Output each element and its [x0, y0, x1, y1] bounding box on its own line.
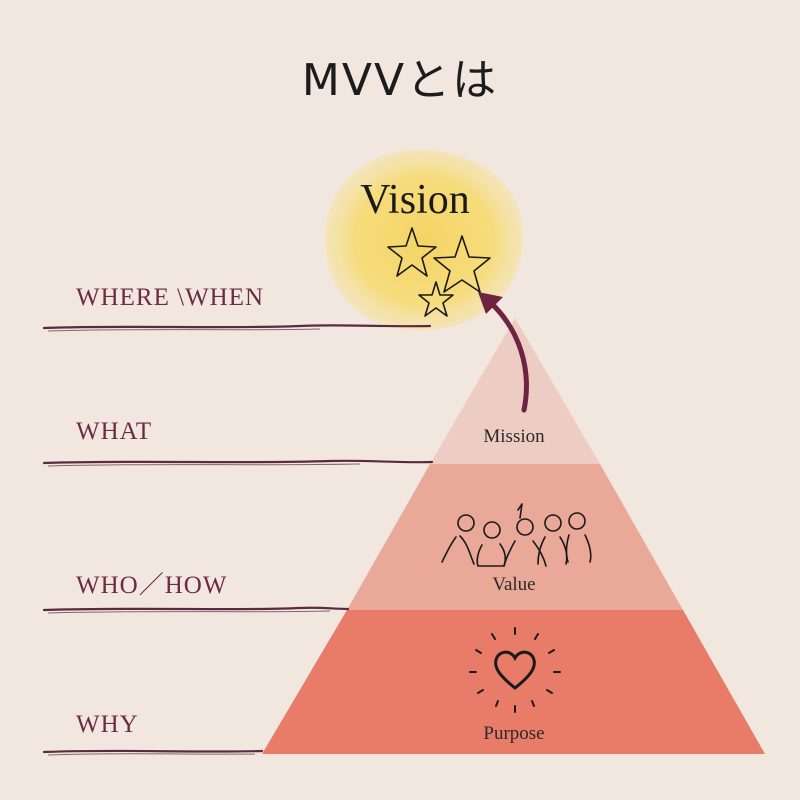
- arrow-to-vision: [487, 299, 529, 413]
- level-line-what: [42, 459, 434, 465]
- arrow-head: [478, 292, 503, 314]
- level-line-where-when: [42, 324, 432, 330]
- level-label-where-when: WHERE \WHEN: [76, 284, 265, 311]
- level-label-what: WHAT: [76, 418, 153, 445]
- tier-label-purpose: Purpose: [483, 723, 545, 744]
- level-line-who-how: [42, 606, 350, 612]
- level-label-who-how: WHO／HOW: [76, 572, 228, 599]
- people-icon: [441, 503, 592, 567]
- level-line-why: [42, 749, 264, 754]
- tier-purpose: [262, 610, 765, 754]
- page-title: MVVとは: [301, 55, 499, 106]
- tier-label-mission: Mission: [483, 426, 545, 447]
- stars-icon: [387, 227, 491, 317]
- level-label-why: WHY: [76, 711, 139, 738]
- tier-value: [347, 464, 683, 610]
- heart-icon: [469, 627, 561, 713]
- tier-mission: [430, 318, 600, 464]
- vision-glow: [325, 149, 523, 331]
- tier-label-value: Value: [492, 574, 536, 595]
- vision-label: Vision: [360, 177, 470, 223]
